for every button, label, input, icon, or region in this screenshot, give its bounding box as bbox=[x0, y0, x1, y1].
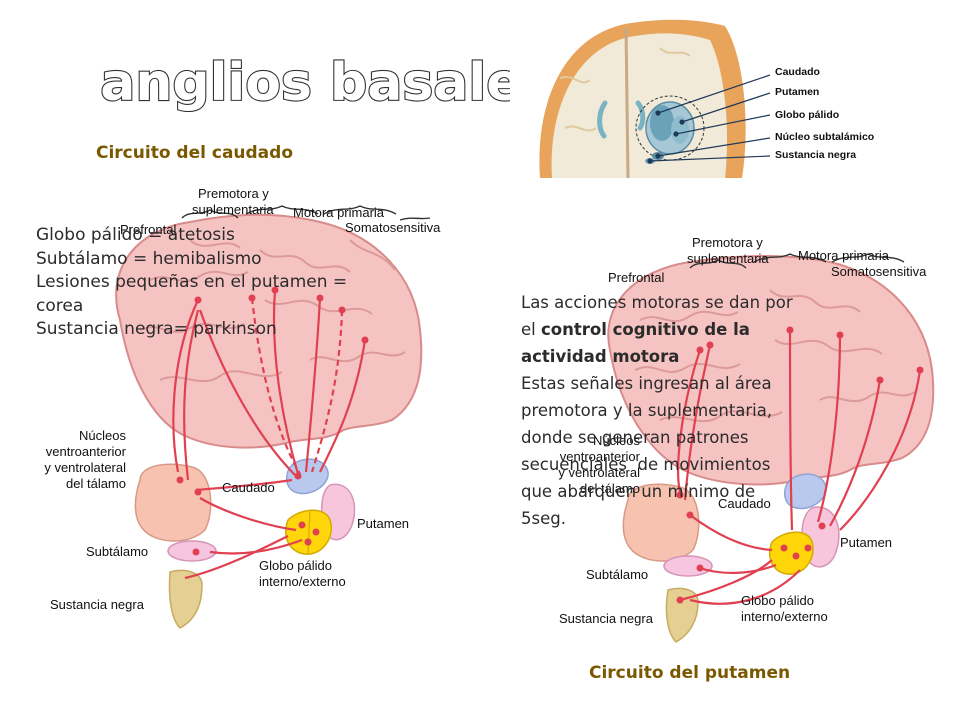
heading-circuito-putamen: Circuito del putamen bbox=[589, 663, 791, 683]
left-label-sustancia-negra: Sustancia negra bbox=[50, 597, 144, 612]
right-label-sustancia-negra: Sustancia negra bbox=[559, 611, 653, 626]
slide-title-text: Ganglios basales bbox=[100, 53, 510, 112]
left-label-globo-2: interno/externo bbox=[259, 574, 346, 589]
overlay-prefix: el bbox=[521, 320, 541, 339]
inset-label-nucleo-subtalamico: Núcleo subtalámico bbox=[775, 131, 875, 143]
overlay-bold: control cognitivo de la bbox=[540, 320, 750, 339]
overlay-line: corea bbox=[36, 295, 84, 316]
overlay-line: donde se generan patrones bbox=[521, 428, 749, 447]
overlay-line: secuenciales de movimientos bbox=[521, 455, 771, 474]
motor-control-description: Las acciones motoras se dan por el contr… bbox=[521, 289, 851, 532]
overlay-line: Las acciones motoras se dan por bbox=[521, 293, 793, 312]
overlay-line: Globo pálido = atetosis bbox=[36, 225, 235, 245]
right-label-nucleos-4: del tálamo bbox=[580, 481, 640, 496]
left-label-nucleos: Núcleos ventroanterior y ventrolateral d… bbox=[20, 428, 126, 492]
right-label-globo-2: interno/externo bbox=[741, 609, 828, 624]
left-label-nucleos-4: del tálamo bbox=[66, 476, 126, 491]
right-label-suplementaria: suplementaria bbox=[687, 251, 769, 266]
right-label-nucleos: Núcleos ventroanterior y ventrolateral d… bbox=[532, 433, 640, 497]
left-label-caudado: Caudado bbox=[222, 480, 275, 495]
overlay-line: 5seg. bbox=[521, 509, 566, 528]
left-label-globo-1: Globo pálido bbox=[259, 558, 332, 573]
right-label-nucleos-2: ventroanterior bbox=[559, 449, 640, 464]
inset-label-caudado: Caudado bbox=[775, 66, 820, 78]
left-label-globo-palido: Globo pálido interno/externo bbox=[259, 558, 346, 590]
left-label-nucleos-1: Núcleos bbox=[79, 428, 126, 443]
right-label-subtalamo: Subtálamo bbox=[586, 567, 649, 582]
putamen-circuit-diagram bbox=[607, 253, 935, 643]
left-label-motora-primaria: Motora primaria bbox=[293, 205, 385, 220]
left-label-nucleos-3: y ventrolateral bbox=[44, 460, 126, 475]
left-label-subtalamo: Subtálamo bbox=[86, 544, 149, 559]
right-label-prefrontal: Prefrontal bbox=[608, 270, 665, 285]
overlay-line: el control cognitivo de la bbox=[521, 316, 851, 343]
overlay-line: que abarquen un mínimo de bbox=[521, 482, 756, 501]
overlay-line: premotora y la suplementaria, bbox=[521, 401, 773, 420]
clinical-correlations-text: Globo pálido = atetosis Subtálamo = hemi… bbox=[36, 224, 416, 342]
inset-label-globo-palido: Globo pálido bbox=[775, 109, 840, 121]
overlay-line: Sustancia negra= parkinson bbox=[36, 319, 277, 340]
right-label-nucleos-3: y ventrolateral bbox=[558, 465, 640, 480]
overlay-line: Estas señales ingresan al área bbox=[521, 374, 772, 393]
right-label-premotora: Premotora y bbox=[692, 235, 763, 250]
left-label-nucleos-2: ventroanterior bbox=[45, 444, 126, 459]
slide-title: Ganglios basales bbox=[100, 52, 510, 112]
brain-section-inset bbox=[530, 18, 890, 181]
caudate-circuit-diagram bbox=[115, 205, 431, 629]
right-label-somatosensitiva: Somatosensitiva bbox=[831, 264, 927, 279]
right-label-putamen: Putamen bbox=[840, 535, 893, 550]
heading-circuito-caudado: Circuito del caudado bbox=[96, 143, 294, 163]
right-label-caudado: Caudado bbox=[718, 496, 771, 511]
right-label-globo-palido: Globo pálido interno/externo bbox=[741, 593, 828, 625]
left-label-suplementaria: suplementaria bbox=[192, 202, 274, 217]
left-label-somatosensitiva: Somatosensitiva bbox=[345, 220, 441, 235]
right-label-motora-primaria: Motora primaria bbox=[798, 248, 890, 263]
left-label-putamen: Putamen bbox=[357, 516, 410, 531]
left-label-premotora: Premotora y bbox=[198, 186, 269, 201]
inset-label-putamen: Putamen bbox=[775, 86, 820, 98]
overlay-line: actividad motora bbox=[521, 347, 680, 366]
overlay-line: Lesiones pequeñas en el putamen = bbox=[36, 272, 348, 293]
right-label-nucleos-1: Núcleos bbox=[593, 433, 640, 448]
overlay-line: Subtálamo = hemibalismo bbox=[36, 248, 262, 269]
inset-label-sustancia-negra: Sustancia negra bbox=[775, 149, 857, 161]
left-label-prefrontal: Prefrontal bbox=[120, 222, 177, 237]
right-label-globo-1: Globo pálido bbox=[741, 593, 814, 608]
